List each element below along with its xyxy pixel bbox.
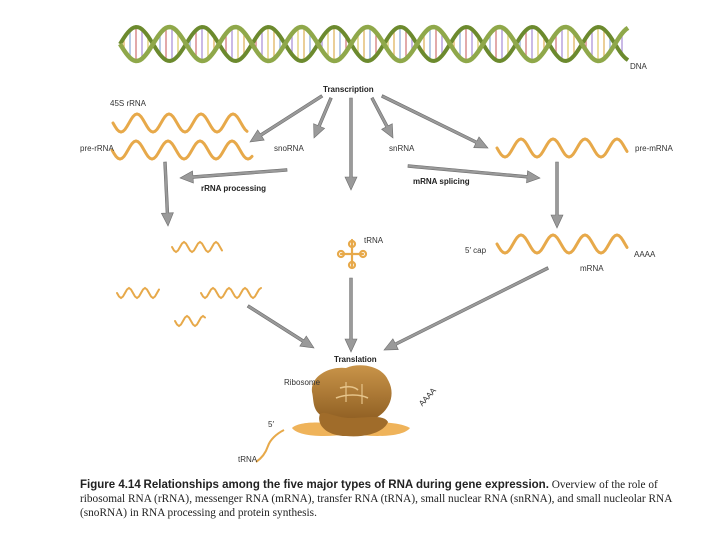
mrna-splicing-label: mRNA splicing bbox=[413, 177, 470, 186]
figure-caption: Figure 4.14 Relationships among the five… bbox=[80, 478, 680, 520]
dna-helix bbox=[118, 24, 630, 64]
transcription-arrow-pre-mrna bbox=[381, 94, 489, 149]
polya-tail-label: AAAA bbox=[634, 250, 656, 259]
pre-rrna-down-arrow bbox=[160, 161, 174, 227]
figure-number: Figure 4.14 bbox=[80, 479, 141, 491]
trna-to-translation-arrow bbox=[344, 277, 358, 353]
rrna-fragment bbox=[116, 286, 160, 300]
mrna-splicing-arrow bbox=[407, 164, 541, 184]
process-arrows bbox=[160, 94, 564, 353]
pre-rrna-label: pre-rRNA bbox=[80, 144, 114, 153]
transcription-arrow-pre-rrna bbox=[249, 94, 324, 143]
caption-text: Overview of the role of ribosomal RNA (r… bbox=[80, 479, 672, 519]
cap-5-label: 5′ cap bbox=[465, 246, 487, 255]
dna-label: DNA bbox=[630, 62, 647, 71]
trna-cloverleaf bbox=[336, 238, 368, 270]
rrna-fragment bbox=[200, 286, 262, 300]
ribosome bbox=[255, 365, 410, 463]
transcription-arrow-snrna bbox=[370, 96, 394, 139]
transcription-label: Transcription bbox=[323, 85, 374, 94]
five-prime-label: 5′ bbox=[268, 420, 274, 429]
transcription-arrow-snorna bbox=[313, 97, 333, 139]
trna-bottom-label: tRNA bbox=[238, 455, 258, 464]
mrna-label: mRNA bbox=[580, 264, 604, 273]
dna-strand-back bbox=[118, 24, 630, 64]
ribosome-label: Ribosome bbox=[284, 378, 321, 387]
rrna-processing-arrow bbox=[179, 168, 288, 184]
transcription-arrow-trna bbox=[344, 97, 358, 191]
rrna-45s-strand bbox=[111, 112, 249, 134]
rrna-fragment bbox=[174, 314, 206, 328]
rna-strands bbox=[110, 112, 629, 328]
translation-label: Translation bbox=[334, 355, 377, 364]
figure-title: Relationships among the five major types… bbox=[143, 479, 549, 491]
dna-strand-front bbox=[118, 24, 630, 64]
snrna-label: snRNA bbox=[389, 144, 415, 153]
rrna-processing-label: rRNA processing bbox=[201, 184, 267, 193]
rrna-45s-label: 45S rRNA bbox=[110, 99, 147, 108]
trna-label: tRNA bbox=[364, 236, 384, 245]
pre-mrna-strand bbox=[495, 137, 629, 159]
pre-mrna-down-arrow bbox=[550, 161, 564, 229]
snorna-label: snoRNA bbox=[274, 144, 304, 153]
mrna-strand bbox=[495, 233, 629, 255]
pre-mrna-label: pre-mRNA bbox=[635, 144, 673, 153]
mrna-to-translation-arrow bbox=[383, 266, 549, 351]
rrna-fragment bbox=[171, 240, 223, 254]
rrna-to-translation-arrow bbox=[246, 304, 315, 349]
pre-rrna-strand bbox=[110, 139, 254, 161]
